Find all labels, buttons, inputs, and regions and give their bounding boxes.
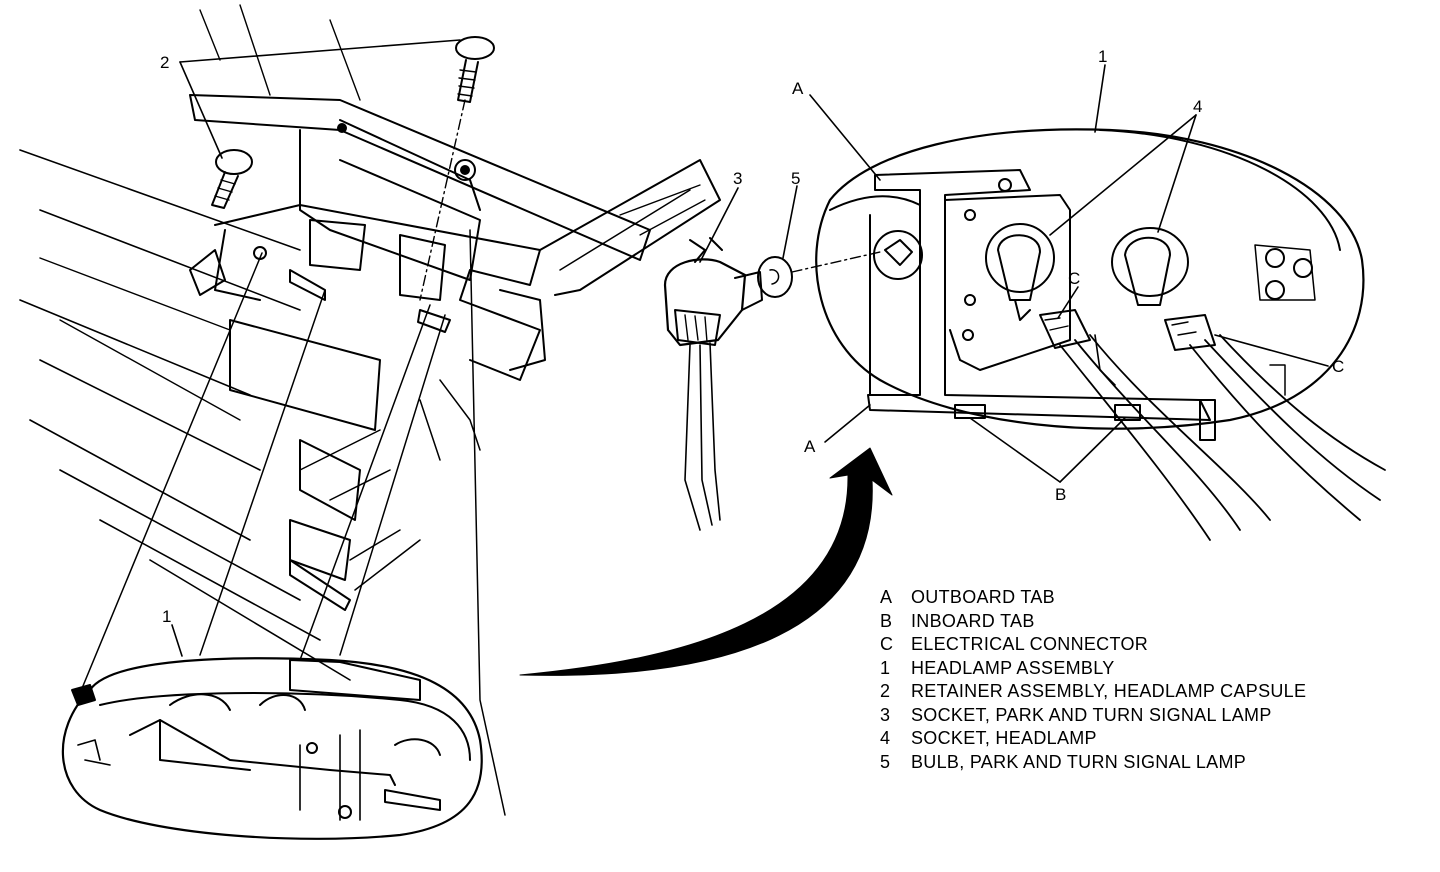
park-turn-socket <box>663 237 763 531</box>
callout-leaders-right <box>809 64 1329 483</box>
callout-2-leader <box>179 39 461 159</box>
callout-B: B <box>1055 485 1066 504</box>
transition-arrow <box>519 447 893 676</box>
headlamp-assembly-left <box>61 657 483 840</box>
callout-3-leader <box>699 187 739 263</box>
bulb-alignment-line <box>791 251 881 273</box>
callout-3: 3 <box>733 169 742 188</box>
callout-5: 5 <box>791 169 800 188</box>
projection-lines <box>77 229 506 816</box>
callout-C-right: C <box>1332 357 1344 376</box>
callout-1-right: 1 <box>1098 47 1107 66</box>
alignment-line <box>419 99 466 301</box>
vehicle-front-structure <box>19 4 721 681</box>
headlamp-assembly-right <box>815 128 1386 541</box>
retainer-screw <box>211 149 253 209</box>
callout-A-bottom: A <box>804 437 816 456</box>
callout-C-left: C <box>1068 269 1080 288</box>
callout-1-leader <box>171 624 183 657</box>
park-turn-bulb <box>757 256 793 298</box>
callout-5-leader <box>782 185 798 259</box>
callout-A-top: A <box>792 79 804 98</box>
callout-4: 4 <box>1193 97 1202 116</box>
callout-2: 2 <box>160 53 169 72</box>
callout-1-left: 1 <box>162 607 171 626</box>
retainer-screw <box>455 36 495 103</box>
